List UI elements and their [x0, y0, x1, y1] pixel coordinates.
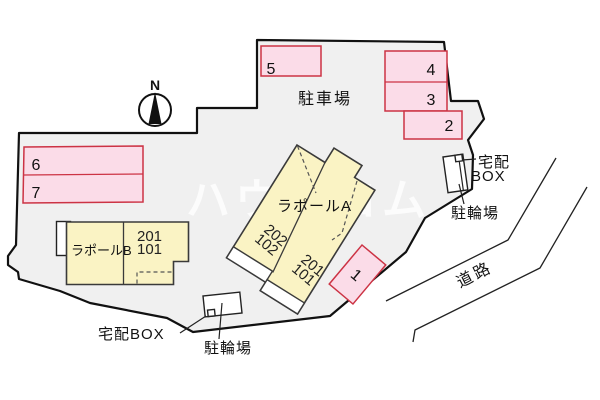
bike-parking-left-label: 駐輪場	[204, 340, 252, 357]
parking-spot-7-label: 7	[32, 185, 41, 202]
parking-spot-3-label: 3	[427, 92, 436, 109]
building-a-unit-divider	[272, 162, 326, 273]
building-b-outline	[65, 221, 190, 286]
parking-lot-label: 駐車場	[298, 90, 352, 108]
parking-spot-2-label: 2	[445, 118, 454, 135]
bike-shelter-left	[202, 291, 243, 318]
parking-spot-4-label: 4	[427, 62, 436, 79]
building-a	[225, 143, 377, 316]
building-a-balcony-left	[225, 245, 274, 284]
delivery-box-right-leader	[461, 158, 477, 161]
building-b-dashed-outline	[136, 271, 172, 284]
delivery-box-right-icon	[454, 153, 464, 163]
road-line-upper	[385, 157, 557, 302]
building-a-label: ラポールA	[277, 198, 352, 215]
building-b-label: ラポールB	[71, 243, 132, 258]
parking-divider-6-7	[23, 173, 144, 176]
parking-spot-6-label: 6	[32, 157, 41, 174]
delivery-box-right-label: 宅配 BOX	[471, 154, 515, 185]
svg-text:道路: 道路	[454, 258, 496, 291]
bike-shelter-right	[442, 153, 469, 194]
bike-parking-right-label: 駐輪場	[451, 205, 499, 222]
delivery-box-right-line2: BOX	[471, 168, 506, 185]
building-a-dashed-outline	[296, 145, 358, 241]
delivery-box-left-icon	[206, 308, 216, 318]
unit-b-201: 201	[137, 228, 162, 245]
road-label: 道路	[454, 258, 496, 291]
parking-spot-5-label: 5	[267, 61, 276, 78]
north-label: N	[150, 77, 160, 93]
parking-spot-5	[260, 45, 322, 77]
bike-parking-right-leader	[458, 183, 465, 205]
north-arrow-icon	[148, 92, 162, 124]
parking-spot-1: 1	[328, 243, 387, 306]
building-a-balcony-right	[259, 278, 306, 315]
parking-spot-4-3	[384, 50, 448, 112]
unit-b-101: 101	[137, 241, 162, 258]
delivery-box-left-label: 宅配BOX	[98, 326, 165, 343]
bike-parking-left-leader	[218, 302, 223, 340]
north-compass: N	[138, 77, 172, 127]
delivery-box-left-leader	[179, 315, 207, 334]
delivery-box-right-line1: 宅配	[478, 154, 510, 171]
road-line-lower	[412, 186, 588, 343]
building-b-unit-label: 201 101	[137, 228, 166, 258]
parking-spot-2	[403, 110, 463, 140]
